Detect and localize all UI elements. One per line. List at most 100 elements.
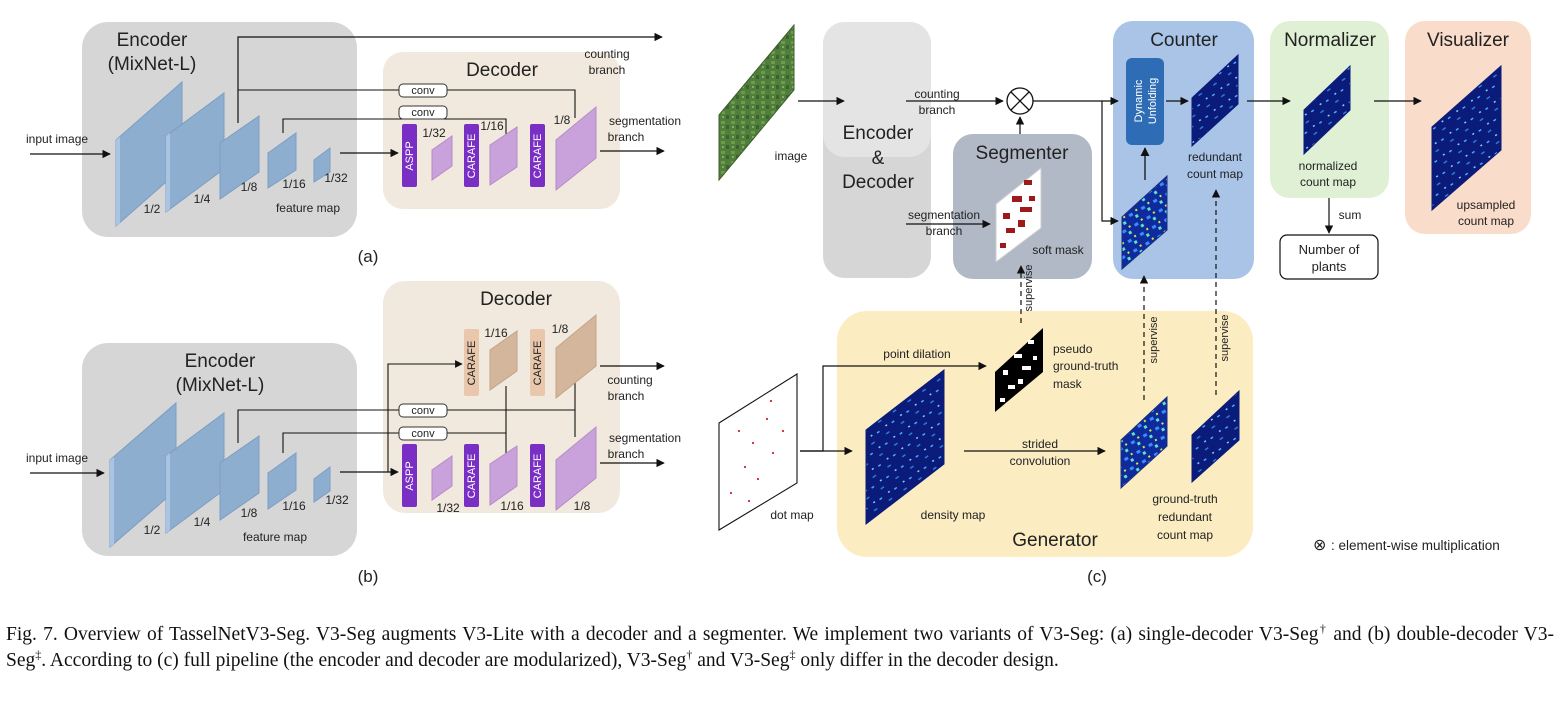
branch-label-b: branch: [608, 447, 645, 461]
dynamic-unfolding-label-2: Unfolding: [1147, 78, 1159, 124]
dec-scale-label: 1/32: [422, 126, 446, 140]
counter-title: Counter: [1150, 30, 1218, 51]
encoder-blocks-a: [115, 80, 331, 228]
feature-map-label: feature map: [243, 530, 307, 544]
carafe-block-top: [464, 329, 479, 396]
upsampled-label-1: upsampled: [1457, 198, 1516, 212]
normalizer-title: Normalizer: [1284, 30, 1377, 51]
input-field-image: [718, 23, 795, 182]
carafe-block: [464, 124, 479, 187]
number-of-plants-box: [1279, 234, 1379, 280]
counting-branch-arrow-a: [237, 32, 663, 123]
pseudo-mask-blobs: [1000, 340, 1037, 402]
enc-block-1-16: [267, 132, 297, 189]
soft-mask-label: soft mask: [1032, 243, 1084, 257]
dagger-mark: †: [686, 647, 693, 662]
carafe-block: [530, 444, 545, 507]
conv-box: [398, 426, 448, 441]
aspp-label: ASPP: [404, 461, 416, 490]
panel-label-a: (a): [358, 247, 379, 266]
generator-title: Generator: [1012, 530, 1098, 551]
point-dilation-label: point dilation: [883, 347, 950, 361]
branch-label-c: branch: [919, 103, 956, 117]
branch-label-c: branch: [926, 224, 963, 238]
decoder-feature-1-8: [555, 105, 597, 192]
conv-label: conv: [411, 85, 435, 97]
dec-scale-label: 1/8: [554, 113, 571, 127]
segmentation-label-a: segmentation: [609, 114, 681, 128]
upsampled-count-map: [1431, 64, 1502, 212]
counting-label-a: counting: [584, 47, 629, 61]
redundant-label-2: count map: [1187, 167, 1243, 181]
top-feature-1-8: [555, 313, 597, 400]
aspp-block: [402, 124, 417, 187]
caption-part-2: and (b) double-decoder V3-Seg: [6, 624, 1555, 671]
top-feature-1-16: [489, 330, 518, 391]
carafe-label: CARAFE: [532, 134, 544, 179]
gt-label-1: ground-truth: [1152, 492, 1217, 506]
input-image-label: input image: [26, 451, 88, 465]
multiply-to-feature-arrow: [1101, 101, 1119, 226]
gt-label-2: redundant: [1158, 510, 1213, 524]
figure-canvas: Encoder (MixNet-L) Decoder 1/2 1/4 1/8 1…: [26, 21, 1531, 586]
scale-label: 1/4: [194, 515, 211, 529]
panel-label-c: (c): [1087, 567, 1107, 586]
conv-label: conv: [411, 428, 435, 440]
input-image-label: input image: [26, 132, 88, 146]
segmentation-label-c: segmentation: [908, 208, 980, 222]
scale-label: 1/2: [144, 523, 161, 537]
caption-part-1: Fig. 7. Overview of TasselNetV3-Seg. V3-…: [6, 624, 1319, 645]
carafe-block: [530, 124, 545, 187]
scale-label: 1/8: [241, 180, 258, 194]
pseudo-mask-image: [995, 328, 1043, 412]
panel-a: Encoder (MixNet-L) Decoder 1/2 1/4 1/8 1…: [26, 22, 681, 266]
caption-part-5: only differ in the decoder design.: [795, 650, 1059, 671]
supervise-label: supervise: [1219, 314, 1231, 361]
gt-redundant-count-map: [1191, 389, 1240, 484]
carafe-label: CARAFE: [532, 341, 544, 386]
skip-line-1-16-b: [282, 432, 507, 454]
bottom-feature-1-32: [431, 455, 453, 501]
scale-label: 1/8: [241, 506, 258, 520]
pseudo-label-3: mask: [1053, 377, 1083, 391]
aspp-label: ASPP: [404, 141, 416, 170]
carafe-block: [464, 444, 479, 507]
gt-label-3: count map: [1157, 528, 1213, 542]
normalized-count-map: [1303, 64, 1351, 156]
enc-block-1-8: [219, 435, 260, 521]
decoder-title-a: Decoder: [466, 60, 538, 81]
decoder-feature-1-32: [431, 135, 453, 181]
conv-box: [398, 105, 448, 120]
normalized-label-1: normalized: [1299, 159, 1358, 173]
encoder-blocks-b: [109, 401, 331, 549]
sum-label: sum: [1339, 208, 1362, 222]
upsampled-label-2: count map: [1458, 214, 1514, 228]
branch-label-a: branch: [589, 63, 626, 77]
dot-map-dots: [730, 400, 784, 502]
encoder-subtitle-a: (MixNet-L): [108, 54, 197, 75]
number-of-plants-label-2: plants: [1312, 259, 1347, 274]
encoder-title-b: Encoder: [185, 351, 256, 372]
redundant-count-map: [1191, 53, 1239, 148]
double-dagger-mark: ‡: [35, 647, 42, 662]
scale-label: 1/2: [144, 202, 161, 216]
double-dagger-mark: ‡: [789, 647, 796, 662]
normalized-label-2: count map: [1300, 175, 1356, 189]
dec-scale-label: 1/8: [574, 499, 591, 513]
decoder-feature-1-16: [489, 126, 518, 186]
conv-label: conv: [411, 107, 435, 119]
carafe-label: CARAFE: [466, 454, 478, 499]
segmentation-label-b: segmentation: [609, 431, 681, 445]
figure-caption: Fig. 7. Overview of TasselNetV3-Seg. V3-…: [6, 622, 1554, 674]
visualizer-title: Visualizer: [1427, 30, 1510, 51]
counting-label-c: counting: [914, 87, 959, 101]
feature-map-label: feature map: [276, 201, 340, 215]
counting-label-b: counting: [607, 373, 652, 387]
panel-c: Encoder & Decoder Segmenter Counter Norm…: [718, 21, 1531, 586]
panel-b: Encoder (MixNet-L) Decoder 1/2 1/4 1/8 1…: [26, 281, 681, 586]
enc-block-1-16: [267, 452, 297, 510]
carafe-label: CARAFE: [466, 341, 478, 386]
strided-label: strided: [1022, 437, 1058, 451]
number-of-plants-label-1: Number of: [1299, 242, 1360, 257]
dec-scale-label: 1/16: [484, 326, 508, 340]
